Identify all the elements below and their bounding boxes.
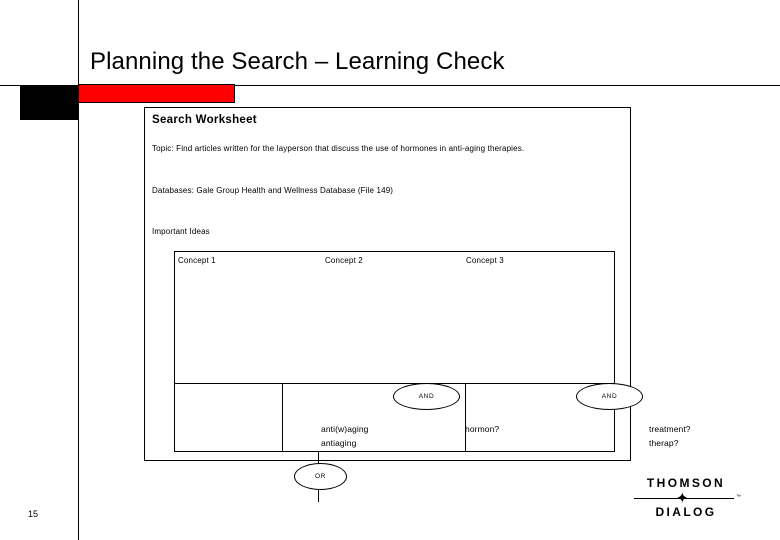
concept-table: [174, 251, 615, 451]
page-number: 15: [28, 509, 39, 519]
concept-column-divider-1: [282, 384, 283, 452]
concept-1-term-2: antiaging: [321, 438, 357, 448]
concept-2-terms: hormon?: [465, 422, 499, 436]
logo-dialog-text: DIALOG: [655, 505, 717, 519]
and-operator-1: AND: [393, 383, 460, 410]
left-margin-line: [78, 0, 79, 540]
trademark-symbol: ™: [736, 494, 741, 500]
concept-bottom-rule: [174, 451, 615, 452]
concept-header-rule: [174, 383, 615, 384]
logo-rule-line: [634, 498, 734, 499]
red-accent-bar: [78, 84, 235, 103]
concept-3-terms: treatment? therap?: [649, 422, 691, 450]
concept-1-label: Concept 1: [178, 256, 216, 265]
and-operator-2: AND: [576, 383, 643, 410]
concept-2-label: Concept 2: [325, 256, 363, 265]
search-worksheet-panel: Search Worksheet Topic: Find articles wr…: [144, 107, 691, 502]
worksheet-databases-line: Databases: Gale Group Health and Wellnes…: [152, 186, 394, 195]
and-operator-1-label: AND: [418, 393, 435, 400]
black-accent-block: [20, 86, 78, 120]
page-title: Planning the Search – Learning Check: [90, 48, 505, 75]
logo-divider: ✦: [634, 490, 734, 507]
logo-thomson-text: THOMSON: [646, 476, 726, 490]
worksheet-heading: Search Worksheet: [152, 114, 257, 126]
or-operator-1: OR: [294, 463, 347, 490]
star-icon: ✦: [676, 490, 689, 507]
or-operator-1-label: OR: [315, 473, 326, 480]
worksheet-important-ideas-label: Important Ideas: [152, 227, 210, 236]
header-divider-line: [0, 85, 780, 86]
concept-1-terms: anti(w)aging antiaging: [321, 422, 369, 450]
concept-3-label: Concept 3: [466, 256, 504, 265]
concept-1-term-1: anti(w)aging: [321, 424, 369, 434]
concept-3-term-2: therap?: [649, 438, 679, 448]
concept-column-divider-2: [465, 384, 466, 452]
thomson-dialog-logo: THOMSON ✦ ™ DIALOG: [632, 476, 741, 520]
concept-2-term-1: hormon?: [465, 424, 500, 434]
concept-3-term-1: treatment?: [649, 424, 691, 434]
worksheet-topic-line: Topic: Find articles written for the lay…: [152, 144, 525, 153]
and-operator-2-label: AND: [601, 393, 618, 400]
